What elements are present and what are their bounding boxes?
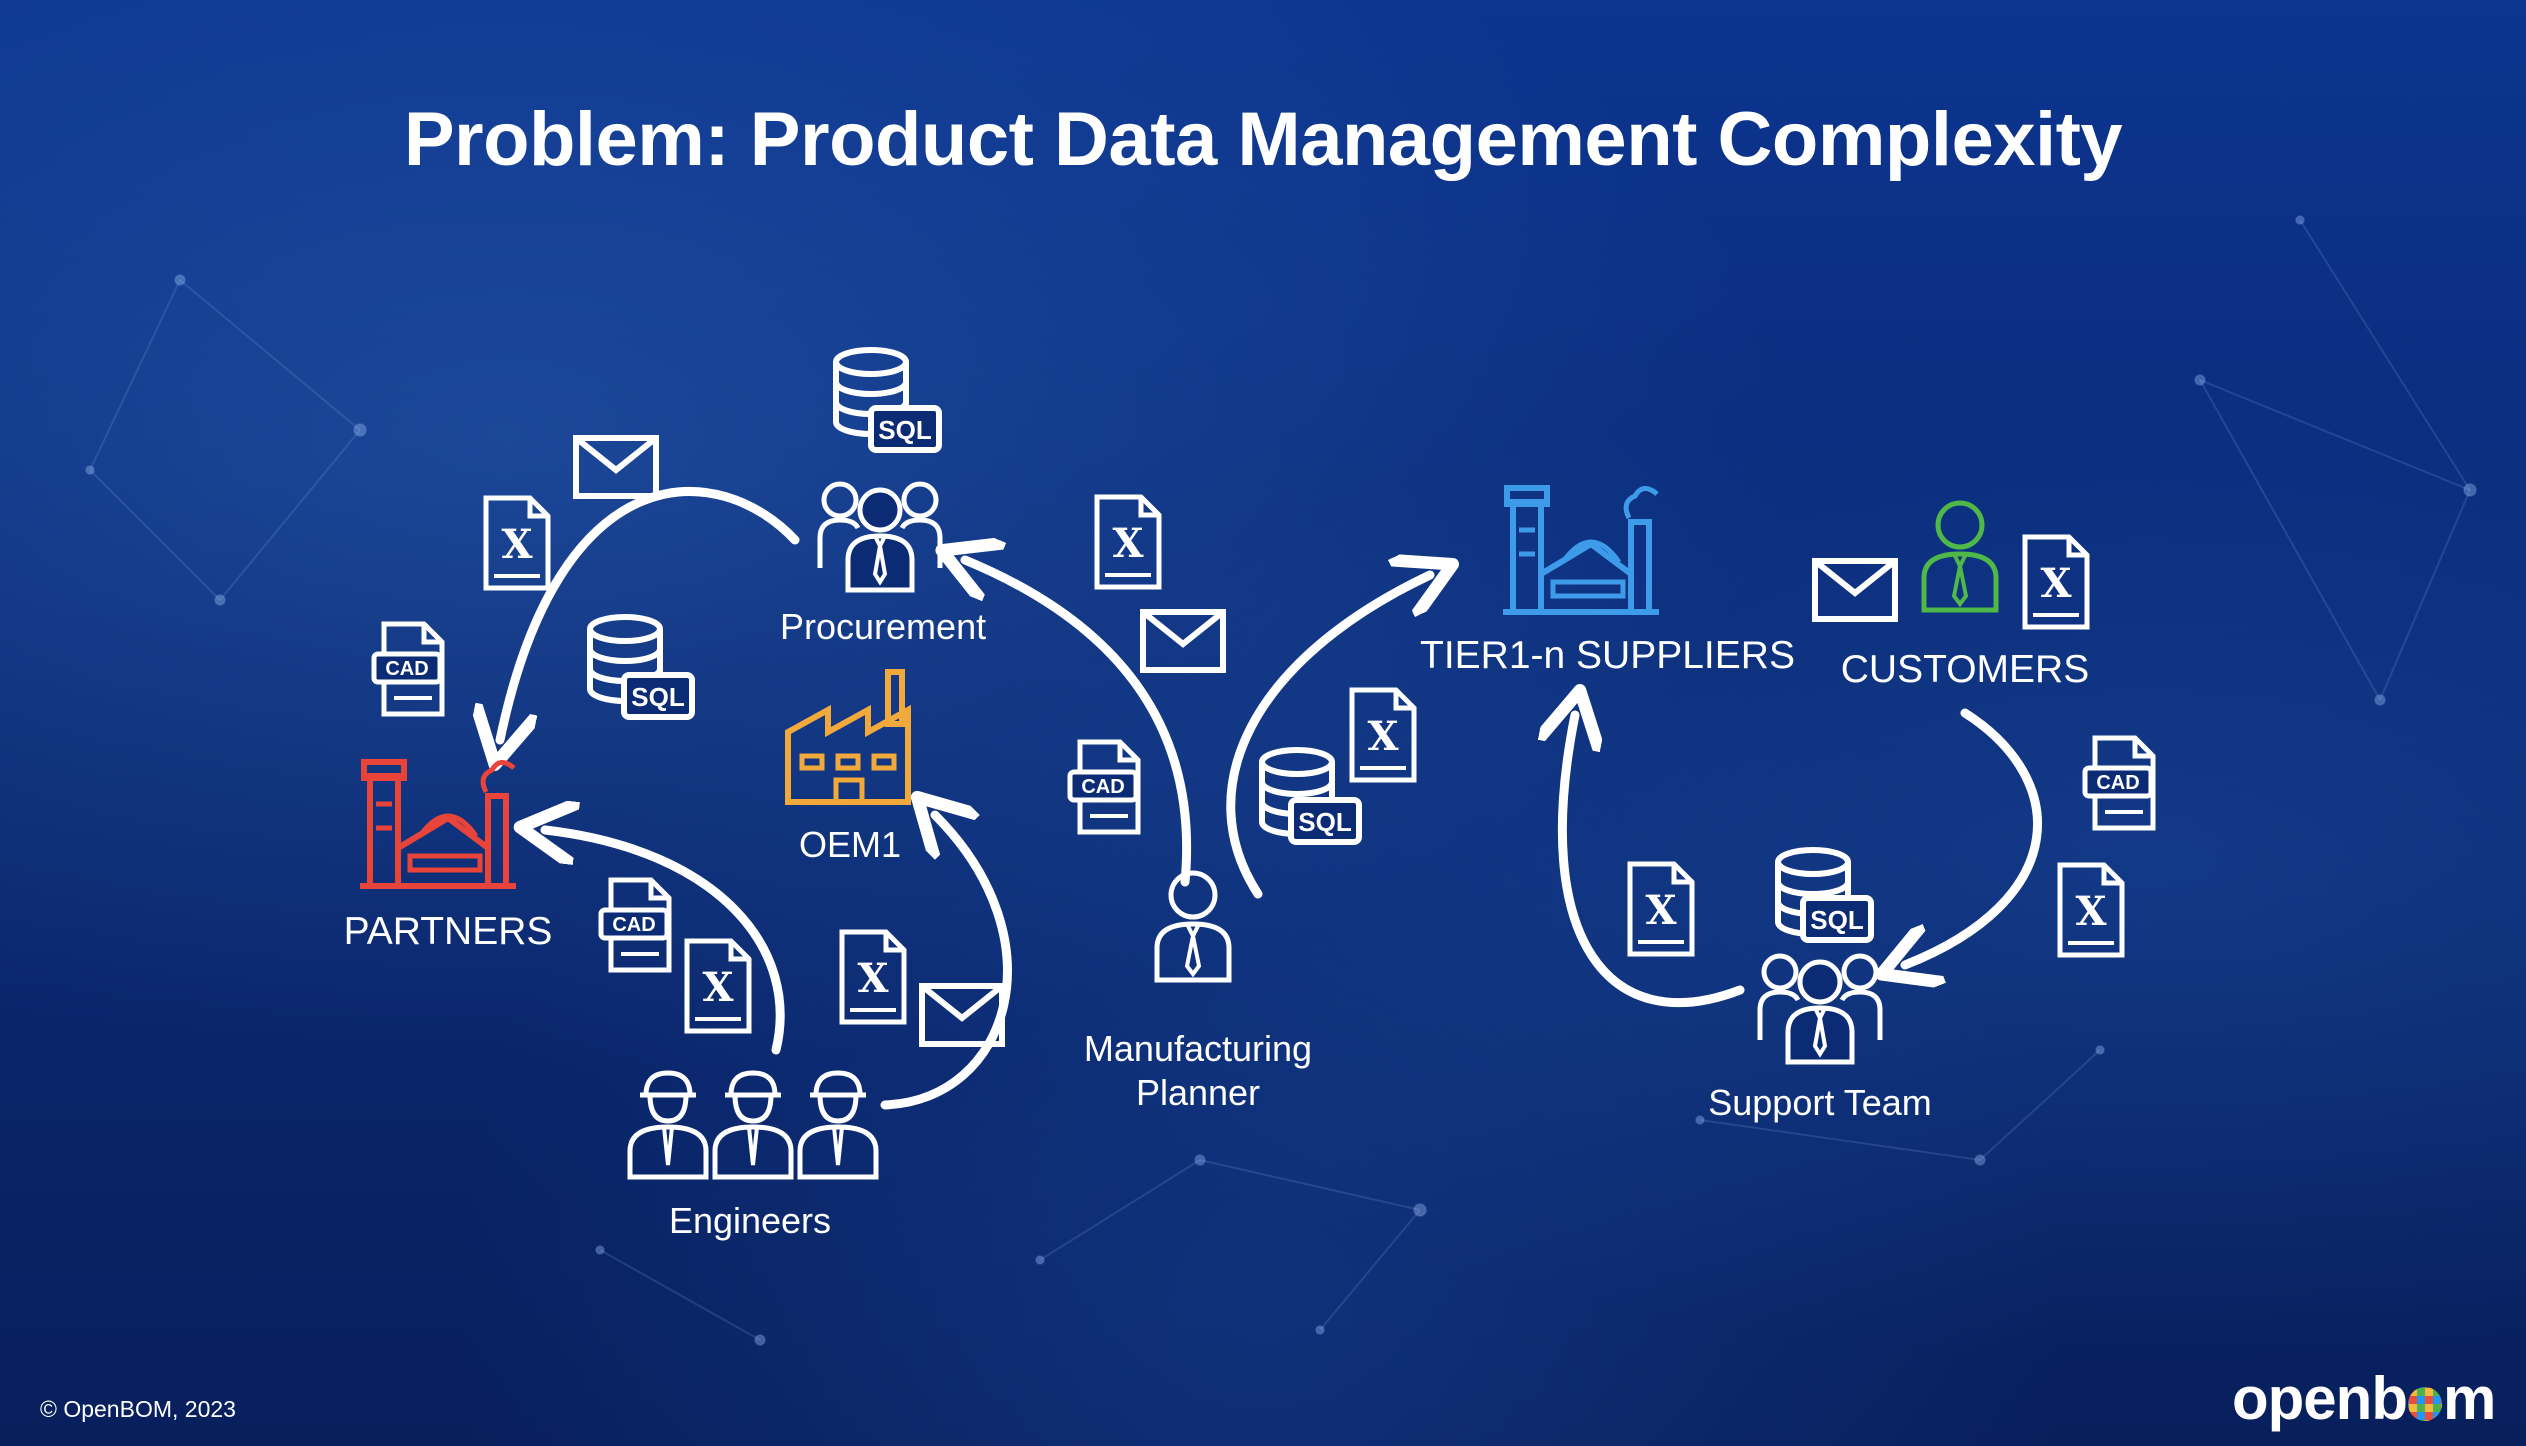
envelope-icon <box>576 438 656 496</box>
sql-database-icon <box>1778 850 1871 940</box>
label-planner-line2: Planner <box>1135 1072 1261 1113</box>
support-team-icon <box>1760 956 1880 1062</box>
cad-file-icon <box>2085 738 2153 828</box>
cad-file-icon <box>1070 742 1138 832</box>
label-support-team: Support Team <box>1708 1082 1932 1123</box>
excel-file-icon <box>1352 690 1414 780</box>
procurement-team-icon <box>820 484 940 590</box>
label-customers: CUSTOMERS <box>1840 648 2090 691</box>
copyright: © OpenBOM, 2023 <box>40 1396 236 1422</box>
suppliers-plant-icon <box>1503 488 1659 612</box>
excel-file-icon <box>1630 864 1692 954</box>
sql-database-icon <box>1262 750 1359 842</box>
label-suppliers: TIER1-n SUPPLIERS <box>1420 634 1795 677</box>
arrow-engineers-to-partners <box>545 830 785 1055</box>
excel-file-icon <box>2060 865 2122 955</box>
label-procurement: Procurement <box>780 606 987 647</box>
cad-file-icon <box>601 880 669 970</box>
sql-database-icon <box>836 350 939 450</box>
arrow-planner-to-suppliers <box>1226 575 1430 899</box>
envelope-icon <box>1143 612 1223 670</box>
label-oem1: OEM1 <box>798 824 902 865</box>
label-partners: PARTNERS <box>343 910 553 953</box>
cad-file-icon <box>374 624 442 714</box>
label-planner-line1: Manufacturing <box>1083 1028 1313 1069</box>
arrow-procurement-to-partners <box>500 487 800 740</box>
excel-file-icon <box>2025 537 2087 627</box>
planner-person-icon <box>1157 873 1229 980</box>
arrow-customers-to-support <box>1905 708 2042 965</box>
excel-file-icon <box>1097 497 1159 587</box>
label-engineers: Engineers <box>668 1200 832 1241</box>
arrow-support-to-suppliers <box>1562 715 1745 1008</box>
customer-person-icon <box>1924 503 1996 610</box>
sql-database-icon <box>590 617 692 717</box>
engineers-icon <box>630 1073 876 1177</box>
excel-file-icon <box>486 498 548 588</box>
page-title: Problem: Product Data Management Complex… <box>403 97 2123 182</box>
oem1-factory-icon <box>788 672 908 802</box>
excel-file-icon <box>842 932 904 1022</box>
logo-color-o-icon <box>2407 1387 2442 1421</box>
excel-file-icon <box>687 941 749 1031</box>
envelope-icon <box>1815 561 1895 619</box>
partners-plant-icon <box>360 762 516 886</box>
arrow-planner-to-procurement <box>965 560 1192 887</box>
